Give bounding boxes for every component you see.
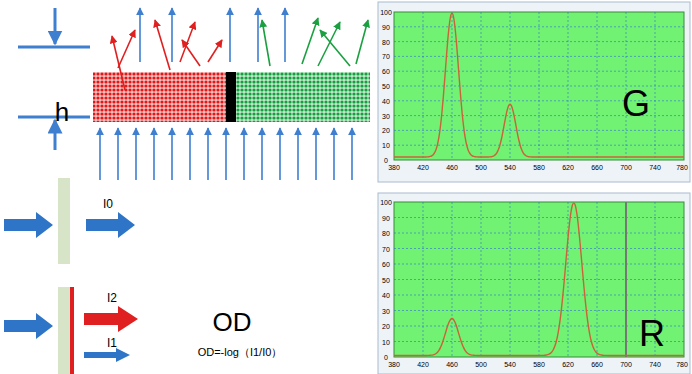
axis-tick: 780: [676, 361, 688, 368]
axis-tick: 660: [591, 164, 603, 171]
axis-tick: 60: [382, 261, 390, 268]
formula-label: OD=-log（I1/I0）: [198, 347, 283, 358]
red-filter: [93, 72, 228, 122]
axis-tick: 740: [649, 164, 661, 171]
axis-tick: 60: [382, 68, 390, 75]
axis-tick: 380: [388, 164, 400, 171]
axis-tick: 460: [446, 361, 458, 368]
transmitted-light: [112, 8, 368, 90]
dimension-label: h: [55, 99, 69, 125]
axis-tick: 620: [562, 361, 574, 368]
substrate: [58, 178, 70, 264]
axis-tick: 100: [380, 199, 392, 206]
black-matrix: [226, 72, 236, 122]
axis-tick: 50: [382, 83, 390, 90]
axis-tick: 80: [382, 230, 390, 237]
axis-tick: 580: [533, 361, 545, 368]
axis-tick: 420: [417, 361, 429, 368]
axis-tick: 460: [446, 164, 458, 171]
axis-tick: 40: [382, 97, 390, 104]
green-filter: [236, 72, 370, 122]
filter-film: [70, 287, 74, 374]
axis-tick: 620: [562, 164, 574, 171]
intensity-label: I2: [107, 292, 117, 304]
axis-tick: 0: [384, 157, 388, 164]
light-beams: [4, 212, 138, 362]
spectrum-chart: [378, 2, 690, 182]
intensity-label: I0: [103, 198, 113, 210]
axis-tick: 90: [382, 23, 390, 30]
thickness-dimension: [18, 8, 90, 150]
axis-tick: 20: [382, 127, 390, 134]
channel-letter: R: [639, 316, 665, 352]
axis-tick: 30: [382, 112, 390, 119]
axis-tick: 700: [620, 361, 632, 368]
axis-tick: 20: [382, 323, 390, 330]
axis-tick: 500: [475, 164, 487, 171]
axis-tick: 10: [382, 338, 390, 345]
axis-tick: 540: [504, 164, 516, 171]
channel-letter: G: [622, 86, 650, 122]
axis-tick: 660: [591, 361, 603, 368]
axis-tick: 90: [382, 214, 390, 221]
axis-tick: 70: [382, 53, 390, 60]
axis-tick: 100: [380, 9, 392, 16]
substrate: [58, 287, 70, 374]
incident-light: [100, 128, 352, 180]
axis-tick: 0: [384, 354, 388, 361]
axis-tick: 420: [417, 164, 429, 171]
quantity-label: OD: [213, 309, 252, 335]
spectrum-chart: [378, 193, 690, 374]
axis-tick: 700: [620, 164, 632, 171]
axis-tick: 580: [533, 164, 545, 171]
axis-tick: 740: [649, 361, 661, 368]
axis-tick: 80: [382, 38, 390, 45]
intensity-label: I1: [107, 337, 117, 349]
axis-tick: 500: [475, 361, 487, 368]
axis-tick: 10: [382, 142, 390, 149]
axis-tick: 50: [382, 276, 390, 283]
axis-tick: 540: [504, 361, 516, 368]
axis-tick: 70: [382, 245, 390, 252]
axis-tick: 780: [676, 164, 688, 171]
axis-tick: 380: [388, 361, 400, 368]
axis-tick: 40: [382, 292, 390, 299]
axis-tick: 30: [382, 307, 390, 314]
